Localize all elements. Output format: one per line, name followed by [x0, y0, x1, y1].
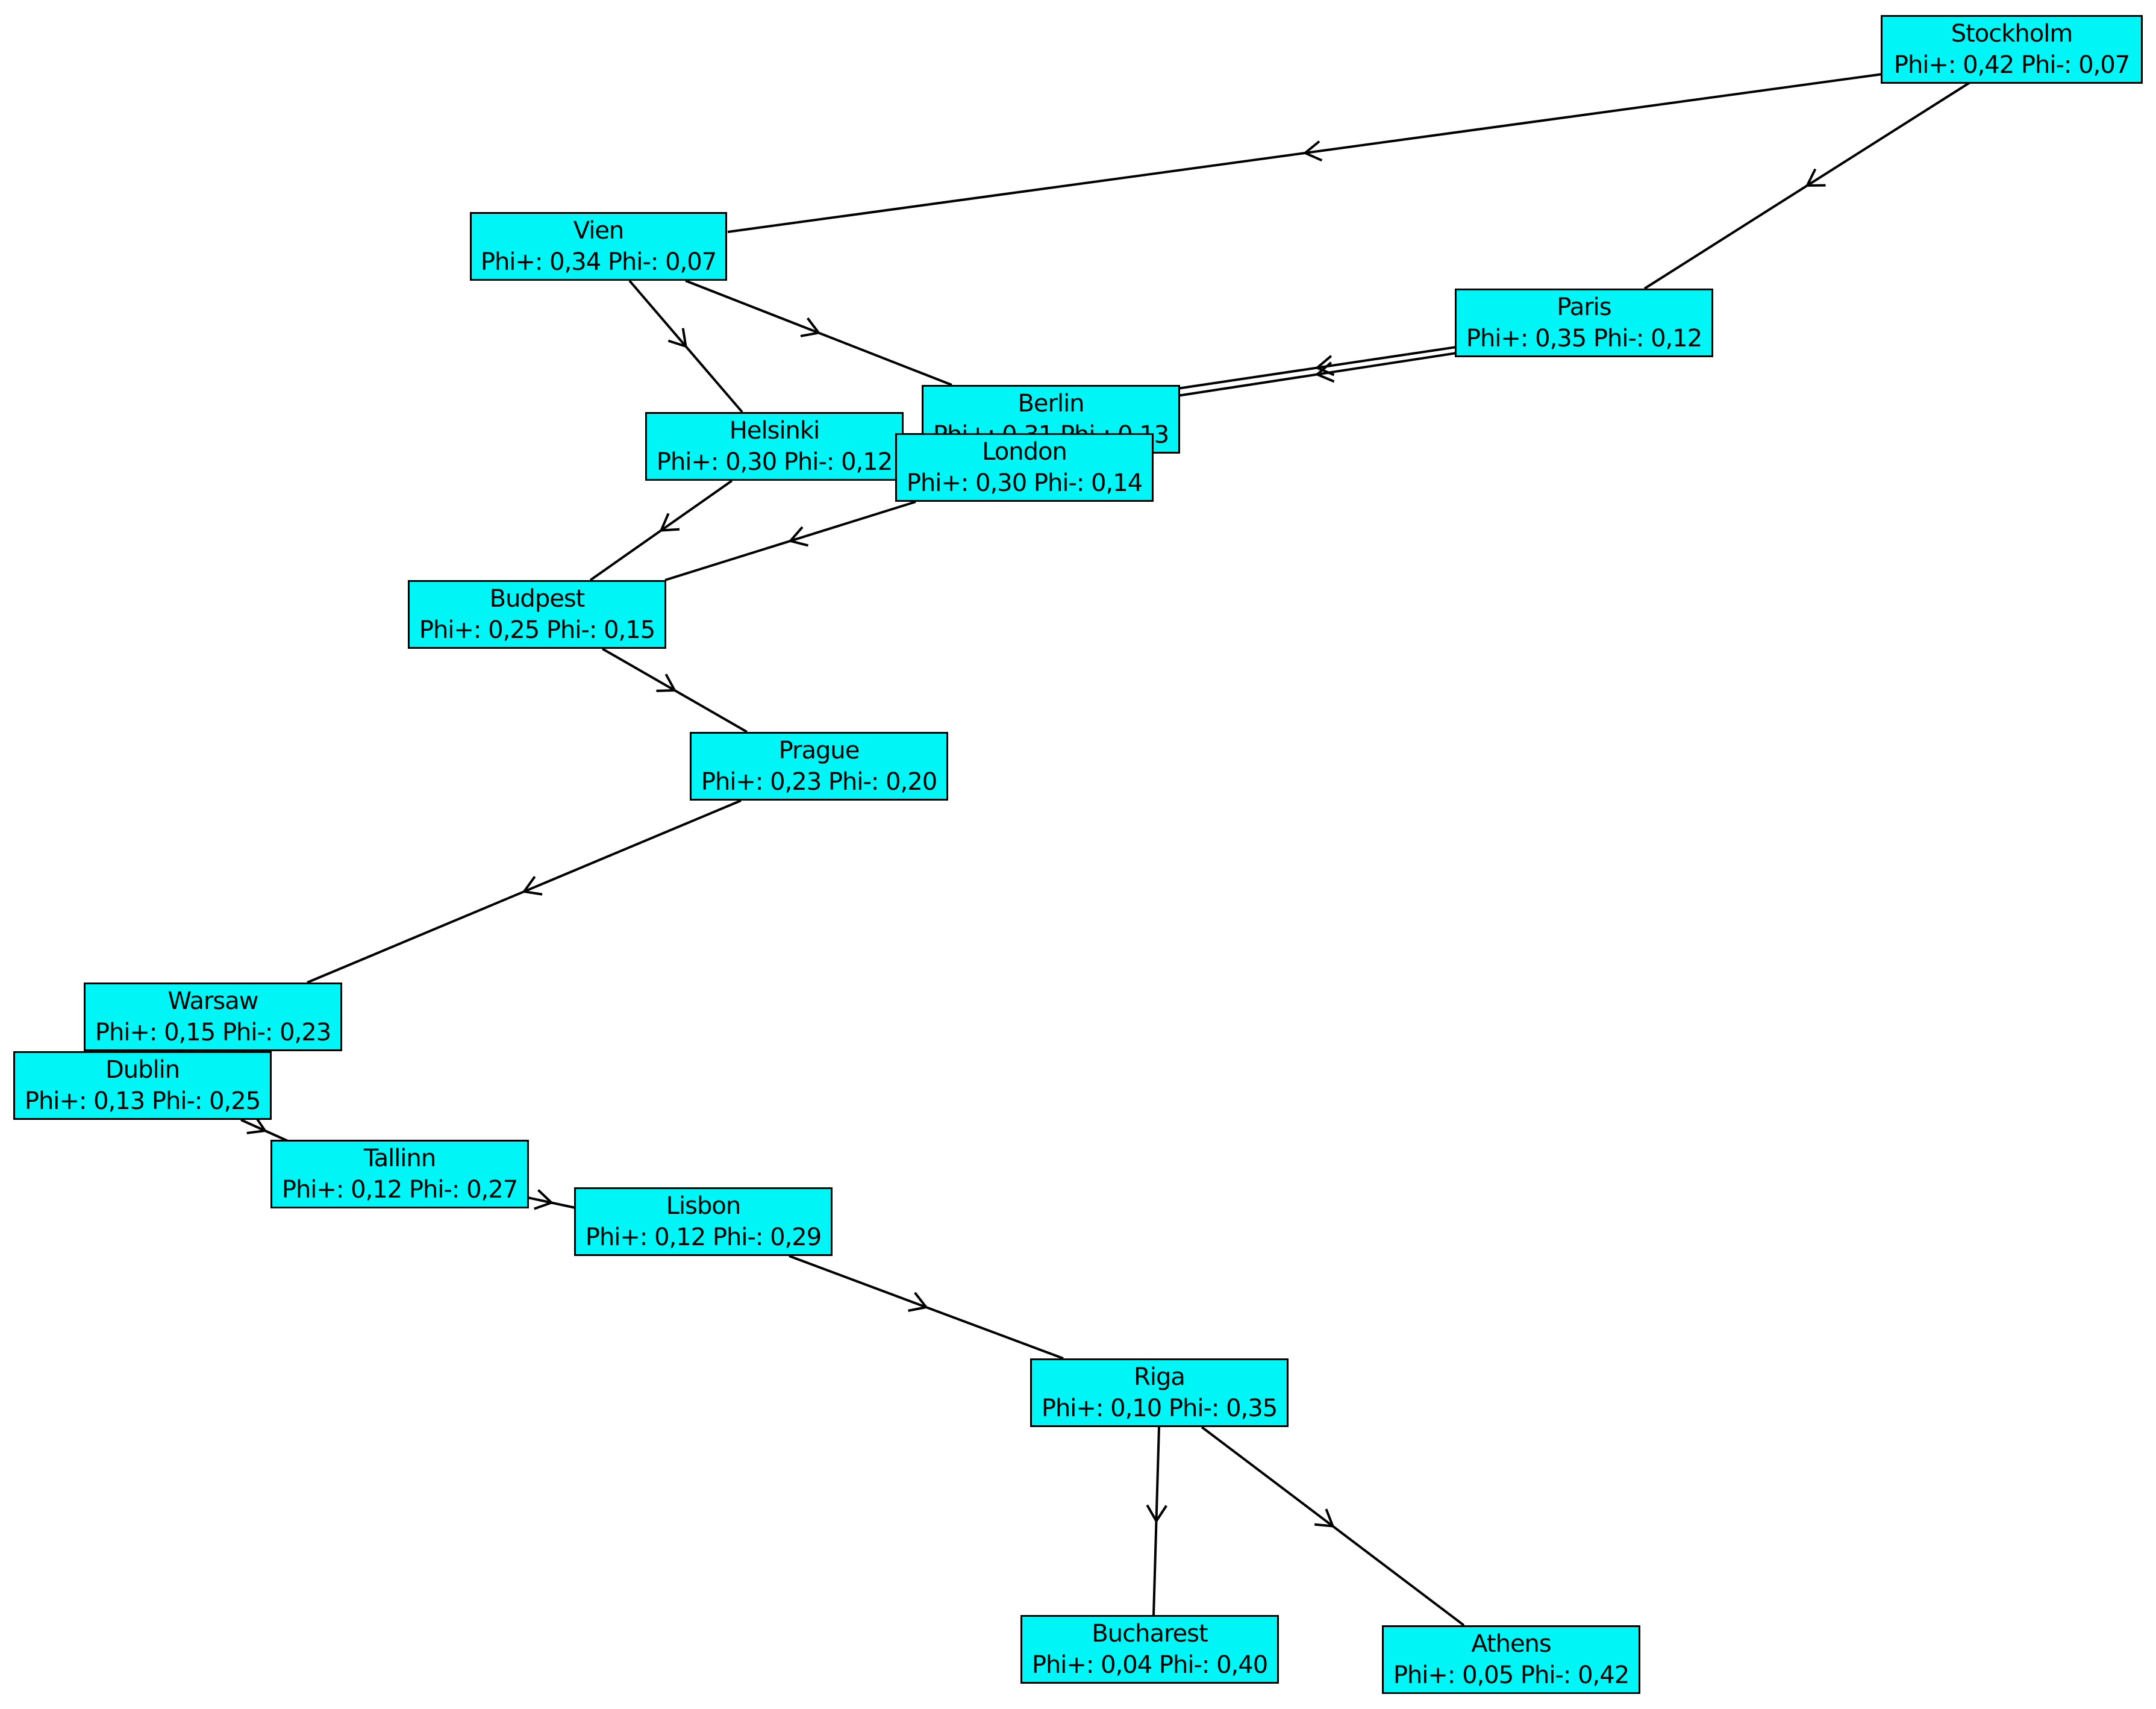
- node-name: Riga: [1134, 1363, 1186, 1391]
- arrowhead-vien-to-helsinki: [667, 328, 687, 348]
- node-scores: Phi+: 0,30 Phi-: 0,12: [656, 448, 893, 476]
- node-name: Athens: [1471, 1630, 1552, 1658]
- node-scores: Phi+: 0,13 Phi-: 0,25: [24, 1087, 261, 1115]
- node-name: Berlin: [1017, 390, 1084, 417]
- node-scores: Phi+: 0,35 Phi-: 0,12: [1466, 325, 1702, 352]
- node-london[interactable]: London Phi+: 0,30 Phi-: 0,14: [895, 433, 1154, 502]
- arrowhead-prague-to-warsaw: [522, 876, 543, 896]
- node-dublin[interactable]: Dublin Phi+: 0,13 Phi-: 0,25: [13, 1051, 272, 1120]
- node-scores: Phi+: 0,04 Phi-: 0,40: [1031, 1651, 1268, 1679]
- arrowhead-budpest-to-prague: [656, 673, 677, 692]
- node-name: Stockholm: [1951, 20, 2073, 48]
- node-vien[interactable]: Vien Phi+: 0,34 Phi-: 0,07: [470, 212, 727, 281]
- node-paris[interactable]: Paris Phi+: 0,35 Phi-: 0,12: [1455, 289, 1713, 357]
- node-name: London: [982, 438, 1067, 466]
- node-scores: Phi+: 0,05 Phi-: 0,42: [1393, 1661, 1629, 1689]
- node-name: Helsinki: [729, 417, 820, 445]
- arrowhead-lisbon-to-riga: [908, 1292, 929, 1312]
- node-riga[interactable]: Riga Phi+: 0,10 Phi-: 0,35: [1030, 1358, 1289, 1427]
- node-name: Lisbon: [666, 1192, 741, 1220]
- node-name: Budpest: [489, 585, 586, 613]
- node-scores: Phi+: 0,12 Phi-: 0,29: [585, 1223, 822, 1251]
- node-lisbon[interactable]: Lisbon Phi+: 0,12 Phi-: 0,29: [574, 1187, 833, 1256]
- node-name: Vien: [573, 217, 625, 245]
- arrowhead-riga-to-athens: [1314, 1508, 1335, 1528]
- arrowhead-paris-to-london: [1314, 361, 1335, 383]
- node-scores: Phi+: 0,12 Phi-: 0,27: [281, 1176, 518, 1204]
- node-scores: Phi+: 0,42 Phi-: 0,07: [1893, 51, 2130, 79]
- node-budpest[interactable]: Budpest Phi+: 0,25 Phi-: 0,15: [408, 580, 666, 649]
- node-tallinn[interactable]: Tallinn Phi+: 0,12 Phi-: 0,27: [270, 1140, 529, 1208]
- arrowhead-dublin-to-tallinn: [246, 1114, 267, 1134]
- node-warsaw[interactable]: Warsaw Phi+: 0,15 Phi-: 0,23: [84, 983, 342, 1051]
- node-scores: Phi+: 0,10 Phi-: 0,35: [1041, 1395, 1278, 1422]
- node-stockholm[interactable]: Stockholm Phi+: 0,42 Phi-: 0,07: [1881, 15, 2143, 84]
- arrowhead-stockholm-to-paris: [1805, 168, 1826, 187]
- node-name: Warsaw: [167, 987, 258, 1015]
- arrowhead-vien-to-berlin: [800, 317, 821, 337]
- node-name: Paris: [1557, 293, 1611, 321]
- node-scores: Phi+: 0,30 Phi-: 0,14: [906, 469, 1143, 497]
- node-name: Tallinn: [363, 1145, 436, 1172]
- node-athens[interactable]: Athens Phi+: 0,05 Phi-: 0,42: [1382, 1625, 1640, 1694]
- node-scores: Phi+: 0,25 Phi-: 0,15: [419, 616, 655, 644]
- arrowhead-tallinn-to-lisbon: [534, 1189, 554, 1210]
- node-name: Prague: [778, 737, 860, 764]
- node-bucharest[interactable]: Bucharest Phi+: 0,04 Phi-: 0,40: [1020, 1615, 1279, 1684]
- node-scores: Phi+: 0,34 Phi-: 0,07: [480, 248, 717, 276]
- arrowhead-riga-to-bucharest: [1146, 1504, 1167, 1523]
- arrowhead-stockholm-to-vien: [1302, 140, 1323, 162]
- arrowhead-london-to-budpest: [788, 526, 809, 547]
- node-scores: Phi+: 0,15 Phi-: 0,23: [95, 1019, 331, 1046]
- node-name: Dublin: [105, 1056, 180, 1084]
- node-helsinki[interactable]: Helsinki Phi+: 0,30 Phi-: 0,12: [645, 412, 904, 481]
- node-scores: Phi+: 0,23 Phi-: 0,20: [701, 768, 937, 796]
- arrowhead-helsinki-to-budpest: [659, 513, 680, 532]
- node-name: Bucharest: [1092, 1620, 1208, 1648]
- node-prague[interactable]: Prague Phi+: 0,23 Phi-: 0,20: [690, 732, 948, 801]
